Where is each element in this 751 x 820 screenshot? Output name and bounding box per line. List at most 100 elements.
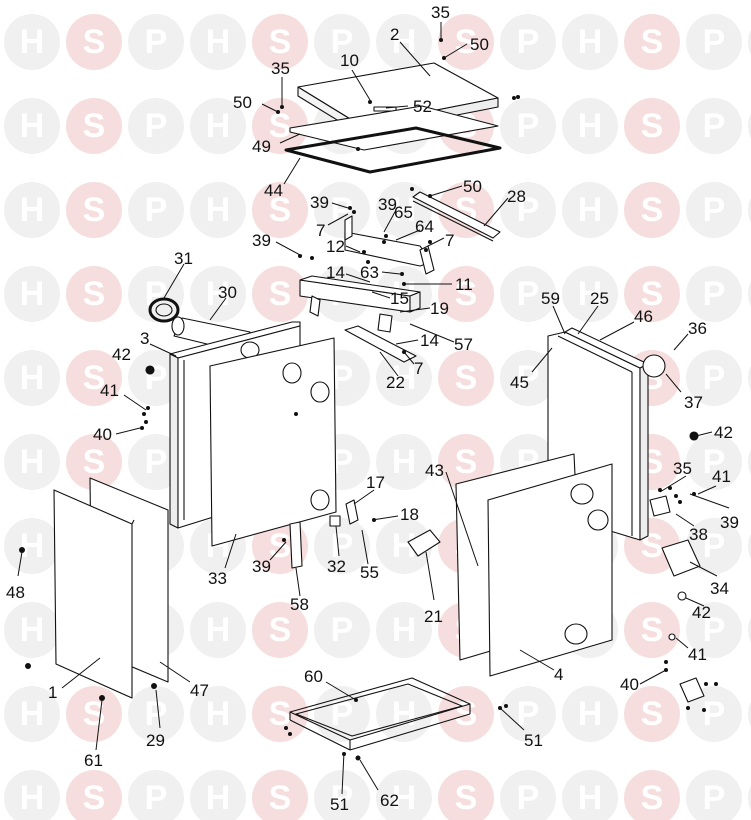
watermark-letter: H: [206, 191, 231, 229]
watermark-letter: H: [206, 779, 231, 817]
watermark-disc: [4, 14, 60, 70]
watermark-letter: H: [20, 527, 45, 565]
part-label: 39: [252, 231, 271, 250]
watermark-disc: [190, 602, 246, 658]
burner-frame: [299, 275, 421, 333]
part-label: 65: [394, 203, 413, 222]
watermark-disc: [4, 770, 60, 820]
watermark-disc: [500, 98, 556, 154]
watermark-letter: S: [455, 443, 478, 481]
watermark-disc: [66, 266, 122, 322]
watermark-letter: P: [145, 107, 168, 145]
part-label: 46: [634, 307, 653, 326]
part-label: 39: [310, 193, 329, 212]
part-label: 40: [93, 425, 112, 444]
part-label: 47: [190, 681, 209, 700]
watermark-letter: P: [331, 443, 354, 481]
watermark-disc: [314, 518, 370, 574]
part-label: 62: [380, 791, 399, 810]
watermark-letter: S: [455, 695, 478, 733]
watermark-disc: [128, 14, 184, 70]
clip-32: [329, 515, 341, 527]
watermark-letter: P: [517, 23, 540, 61]
watermark-disc: [686, 266, 742, 322]
watermark-disc: [4, 266, 60, 322]
watermark-disc: [252, 14, 308, 70]
watermark-disc: [438, 686, 494, 742]
watermark-letter: H: [20, 191, 45, 229]
inspection-plate: [661, 539, 701, 577]
watermark-disc: [438, 14, 494, 70]
part-label: 44: [264, 181, 283, 200]
watermark-letter: S: [83, 107, 106, 145]
fasteners: [19, 38, 718, 761]
watermark-letter: P: [703, 443, 726, 481]
part-label: 2: [390, 25, 399, 44]
watermark-disc: [748, 281, 751, 307]
part-label: 30: [218, 283, 237, 302]
watermark-letter: H: [206, 275, 231, 313]
watermark-disc: [314, 182, 370, 238]
watermark-disc: [562, 686, 618, 742]
part-label: 7: [445, 231, 454, 250]
watermark-letter: P: [517, 359, 540, 397]
watermark-disc: [314, 14, 370, 70]
watermark-disc: [748, 29, 751, 55]
watermark-letter: P: [145, 443, 168, 481]
part-label: 42: [714, 423, 733, 442]
watermark-letter: H: [206, 695, 231, 733]
part-label: 49: [252, 137, 271, 156]
part-label: 1: [48, 683, 57, 702]
watermark-letter: P: [331, 779, 354, 817]
watermark-letter: P: [703, 695, 726, 733]
watermark-letter: H: [578, 695, 603, 733]
watermark-disc: [252, 686, 308, 742]
watermark-disc: [624, 182, 680, 238]
watermark-disc: [624, 266, 680, 322]
watermark-disc: [4, 686, 60, 742]
part-label: 18: [400, 505, 419, 524]
part-label: 36: [688, 319, 707, 338]
part-label: 34: [710, 579, 729, 598]
watermark-disc: [624, 686, 680, 742]
part-label: 38: [689, 525, 708, 544]
watermark-disc: [376, 350, 432, 406]
watermark-disc: [500, 14, 556, 70]
part-label: 14: [420, 331, 439, 350]
watermark-letter: H: [20, 611, 45, 649]
watermark-disc: [66, 686, 122, 742]
watermark-disc: [562, 266, 618, 322]
watermark-letter: P: [331, 527, 354, 565]
watermark-letter: P: [703, 275, 726, 313]
watermark-disc: [562, 182, 618, 238]
part-label: 42: [692, 603, 711, 622]
part-label: 4: [554, 665, 563, 684]
watermark-letter: H: [392, 611, 417, 649]
part-label: 3: [140, 329, 149, 348]
watermark-disc: [314, 770, 370, 820]
watermark-letter: P: [517, 191, 540, 229]
part-label: 39: [378, 195, 397, 214]
watermark-letter: H: [20, 779, 45, 817]
watermark-letter: H: [392, 359, 417, 397]
part-label: 55: [360, 563, 379, 582]
watermark-disc: [500, 350, 556, 406]
watermark-disc: [562, 770, 618, 820]
part-label: 63: [360, 263, 379, 282]
watermark-letter: P: [703, 611, 726, 649]
side-panel-4: [487, 463, 613, 677]
watermark-letter: S: [83, 443, 106, 481]
leader-lines: [17, 22, 730, 795]
watermark-letter: P: [703, 527, 726, 565]
watermark-disc: [4, 98, 60, 154]
watermark-letter: S: [641, 695, 664, 733]
watermark-letter: H: [20, 275, 45, 313]
watermark-letter: S: [83, 359, 106, 397]
part-label: 17: [366, 473, 385, 492]
watermark-disc: [190, 98, 246, 154]
watermark-letter: S: [83, 779, 106, 817]
part-label: 50: [233, 93, 252, 112]
watermark-disc: [748, 113, 751, 139]
watermark-disc: [66, 98, 122, 154]
front-panel-1: [53, 489, 135, 699]
